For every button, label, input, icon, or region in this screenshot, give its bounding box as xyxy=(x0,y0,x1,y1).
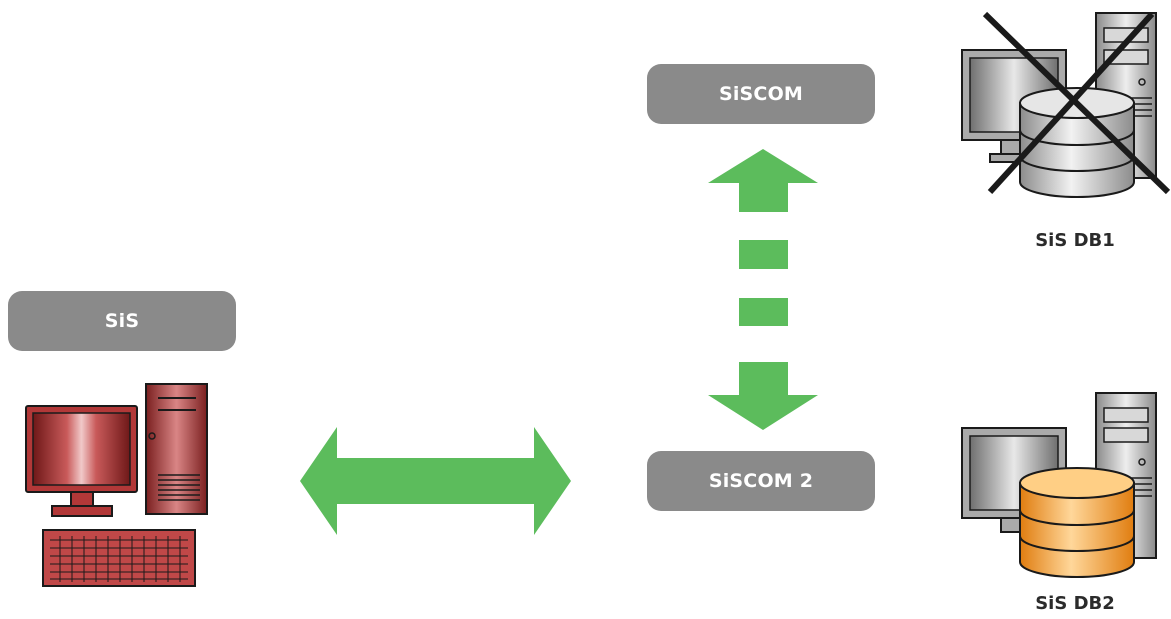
sis-label: SiS xyxy=(104,310,140,332)
offline-cross-icon xyxy=(982,11,1171,195)
siscom-label: SiSCOM xyxy=(718,83,804,105)
arrow-up-to-siscom xyxy=(708,149,818,212)
bidirectional-arrow-sis-siscom2 xyxy=(300,427,571,535)
sis-node: SiS xyxy=(8,291,236,351)
siscom2-label: SiSCOM 2 xyxy=(708,470,814,492)
siscom-node: SiSCOM xyxy=(647,64,875,124)
db1-caption: SiS DB1 xyxy=(1035,230,1115,251)
dash-segment xyxy=(739,240,788,269)
offline-cross-icon xyxy=(987,11,1155,195)
dash-segment xyxy=(739,298,788,326)
arrow-down-to-siscom2 xyxy=(708,362,818,430)
db2-caption: SiS DB2 xyxy=(1035,593,1115,614)
siscom2-node: SiSCOM 2 xyxy=(647,451,875,511)
